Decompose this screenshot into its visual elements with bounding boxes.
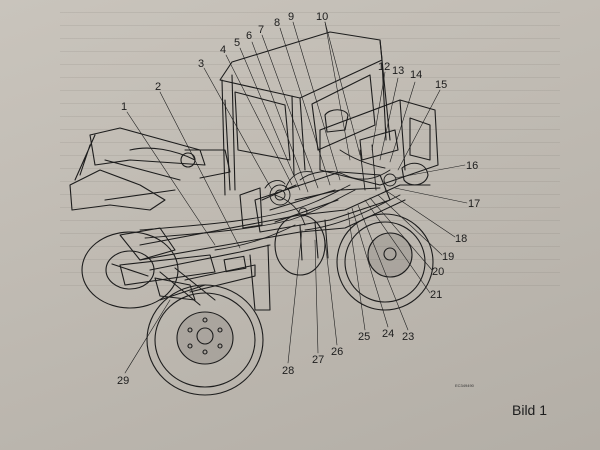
callout-12: 12 <box>378 61 390 73</box>
callout-5: 5 <box>234 37 240 49</box>
callout-3: 3 <box>198 58 204 70</box>
front-right-wheel <box>146 284 264 396</box>
hydraulic-lines <box>139 144 401 251</box>
drawing-code: EC349490 <box>455 383 475 388</box>
callout-18: 18 <box>455 233 467 245</box>
callout-4: 4 <box>220 44 226 56</box>
callout-14: 14 <box>410 69 422 81</box>
callout-9: 9 <box>288 11 294 23</box>
callout-8: 8 <box>274 17 280 29</box>
callout-16: 16 <box>466 160 478 172</box>
callout-23: 23 <box>402 331 414 343</box>
callout-1: 1 <box>121 101 127 113</box>
callout-21: 21 <box>430 289 442 301</box>
bleed-through-text <box>60 0 560 290</box>
rear-left-wheel <box>274 214 326 276</box>
callout-7: 7 <box>258 24 264 36</box>
callout-27: 27 <box>312 354 324 366</box>
callout-10: 10 <box>316 11 328 23</box>
callout-15: 15 <box>435 79 447 91</box>
operator-cab <box>219 31 391 196</box>
rear-right-wheel <box>336 213 434 311</box>
callout-13: 13 <box>392 65 404 77</box>
figure-caption: Bild 1 <box>512 402 548 418</box>
callout-28: 28 <box>282 365 294 377</box>
callout-24: 24 <box>382 328 394 340</box>
callout-26: 26 <box>331 346 343 358</box>
callout-19: 19 <box>442 251 454 263</box>
callout-17: 17 <box>468 198 480 210</box>
callout-numbers: 1 2 3 4 5 6 7 8 9 10 11 12 13 14 15 16 1… <box>117 11 480 387</box>
callout-2: 2 <box>155 81 161 93</box>
callout-6: 6 <box>246 30 252 42</box>
front-left-wheel <box>81 231 179 309</box>
loader-boom-arms <box>69 127 297 229</box>
callout-29: 29 <box>117 375 129 387</box>
callout-leader-lines <box>124 21 468 374</box>
callout-25: 25 <box>358 331 370 343</box>
callout-20: 20 <box>432 266 444 278</box>
